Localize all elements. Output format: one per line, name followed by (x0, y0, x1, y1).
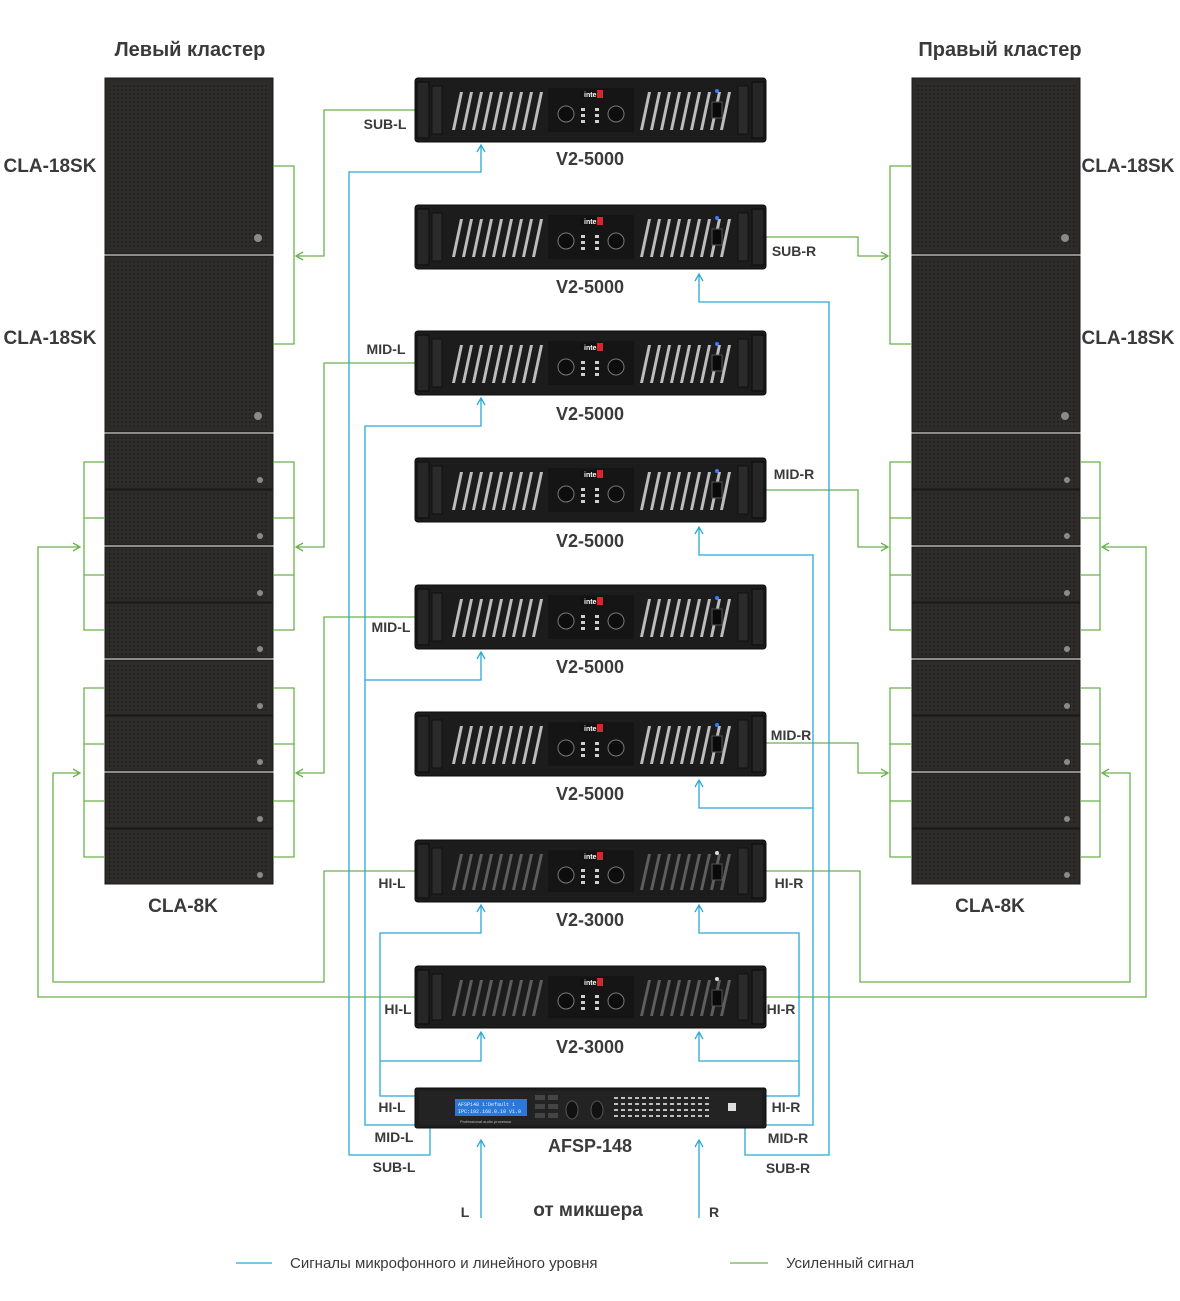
proc-left-output-mid: MID-L (375, 1129, 414, 1145)
processor-led-meters (614, 1097, 709, 1117)
left-sub-2 (104, 255, 274, 433)
left-cla8k-cabinet (104, 546, 274, 603)
line-level-wiring (348, 143, 830, 1218)
processor-display-line2: IPC:192.168.0.10 V1.0 (458, 1109, 521, 1115)
proc-right-output-sub: SUB-R (766, 1160, 810, 1176)
amp-brand-logo: inter (584, 345, 599, 352)
right-cla8k-cabinet (911, 828, 1081, 885)
amplifier-unit: inter (414, 457, 767, 523)
processor-display (455, 1099, 527, 1116)
amplifier-unit: inter (414, 711, 767, 777)
amp1-left-label: SUB-L (364, 116, 407, 132)
amp3-model: V2-5000 (556, 404, 624, 424)
right-sub-1 (911, 77, 1081, 255)
amp-brand-logo: inter (584, 980, 599, 987)
amp1-model: V2-5000 (556, 149, 624, 169)
mixer-input-right: R (709, 1204, 719, 1220)
amplifier-unit: inter (414, 204, 767, 270)
amp-model-labels: V2-5000 V2-5000 V2-5000 V2-5000 V2-5000 … (556, 149, 624, 1057)
amp4-right-label: MID-R (774, 466, 814, 482)
mixer-label: от микшера (533, 1200, 643, 1221)
left-mid-stack (104, 433, 274, 885)
legend-amplified-label: Усиленный сигнал (786, 1255, 914, 1272)
right-sub-2 (911, 255, 1081, 433)
amp4-model: V2-5000 (556, 531, 624, 551)
mixer-input-left: L (461, 1204, 470, 1220)
left-sub-1 (104, 77, 274, 255)
mixer-source: от микшера L R (461, 1200, 719, 1221)
proc-right-output-mid: MID-R (768, 1130, 808, 1146)
amp7-model: V2-3000 (556, 910, 624, 930)
right-cla8k-label: CLA-8K (955, 896, 1025, 917)
processor-tagline: Professional audio processor (460, 1119, 512, 1124)
amp3-left-label: MID-L (367, 341, 406, 357)
left-cluster-title: Левый кластер (115, 39, 266, 61)
amp8-model: V2-3000 (556, 1037, 624, 1057)
right-sub-label-1: CLA-18SK (1082, 156, 1175, 177)
amp2-right-label: SUB-R (772, 243, 816, 259)
amp7-right-label: HI-R (775, 875, 804, 891)
right-cla8k-cabinet (911, 772, 1081, 829)
left-cla8k-cabinet (104, 828, 274, 885)
amplifier-unit: inter (414, 330, 767, 396)
amp-brand-logo: inter (584, 854, 599, 861)
right-cluster-title: Правый кластер (918, 39, 1081, 61)
processor-buttons (535, 1095, 604, 1120)
amplified-wiring (37, 109, 1147, 998)
amp5-model: V2-5000 (556, 657, 624, 677)
amp8-left-label: HI-L (384, 1001, 412, 1017)
left-cluster: Левый кластер CLA-18SK CLA-18SK CLA-8K (4, 39, 274, 917)
left-cla8k-cabinet (104, 602, 274, 659)
amp-signal-labels: SUB-L SUB-R MID-L MID-R MID-L MID-R HI-L… (364, 116, 817, 1017)
processor-model: AFSP-148 (548, 1136, 632, 1156)
amp-brand-logo: inter (584, 219, 599, 226)
amp2-model: V2-5000 (556, 277, 624, 297)
amp-brand-logo: inter (584, 92, 599, 99)
left-cla8k-cabinet (104, 659, 274, 716)
processor-display-line1: AFSP148 1:Default 1 (458, 1102, 515, 1108)
amp-brand-logo: inter (584, 726, 599, 733)
right-cla8k-cabinet (911, 546, 1081, 603)
proc-right-output-hi: HI-R (772, 1099, 801, 1115)
amplifier-rack: inter inter inter inter inter inter inter inter (414, 77, 767, 1029)
right-mid-stack (911, 433, 1081, 885)
amp-brand-logo: inter (584, 472, 599, 479)
legend: Сигналы микрофонного и линейного уровня … (236, 1255, 914, 1272)
left-cla8k-cabinet (104, 772, 274, 829)
proc-left-output-hi: HI-L (378, 1099, 406, 1115)
amp5-left-label: MID-L (372, 619, 411, 635)
amplifier-unit: inter (414, 77, 767, 143)
right-cla8k-cabinet (911, 433, 1081, 490)
amp7-left-label: HI-L (378, 875, 406, 891)
amplifier-unit: inter (414, 839, 767, 903)
left-cla8k-label: CLA-8K (148, 896, 218, 917)
amp8-right-label: HI-R (767, 1001, 796, 1017)
right-cla8k-cabinet (911, 489, 1081, 546)
right-cla8k-cabinet (911, 659, 1081, 716)
left-cla8k-cabinet (104, 433, 274, 490)
right-sub-label-2: CLA-18SK (1082, 328, 1175, 349)
amplifier-unit: inter (414, 965, 767, 1029)
right-cla8k-cabinet (911, 715, 1081, 772)
right-cla8k-cabinet (911, 602, 1081, 659)
amp6-model: V2-5000 (556, 784, 624, 804)
processor-afsp148: AFSP148 1:Default 1 IPC:192.168.0.10 V1.… (373, 1087, 810, 1176)
proc-left-output-sub: SUB-L (373, 1159, 416, 1175)
processor-usb-port (728, 1103, 736, 1111)
amp-brand-logo: inter (584, 599, 599, 606)
amp6-right-label: MID-R (771, 727, 811, 743)
legend-line-level-label: Сигналы микрофонного и линейного уровня (290, 1255, 598, 1272)
left-sub-label-2: CLA-18SK (4, 328, 97, 349)
left-cla8k-cabinet (104, 715, 274, 772)
left-sub-label-1: CLA-18SK (4, 156, 97, 177)
amplifier-unit: inter (414, 584, 767, 650)
right-cluster: Правый кластер CLA-18SK CLA-18SK CLA-8K (911, 39, 1175, 917)
left-cla8k-cabinet (104, 489, 274, 546)
